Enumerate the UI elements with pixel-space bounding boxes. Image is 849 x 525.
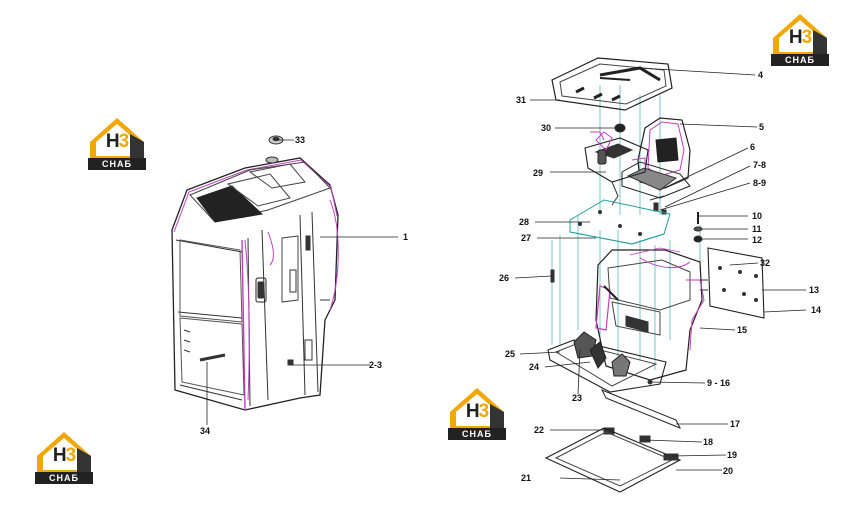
- callout-27: 27: [521, 233, 531, 243]
- callout-31: 31: [516, 95, 526, 105]
- callout-34: 34: [200, 426, 210, 436]
- logo-sub-text: СНАБ: [785, 55, 815, 65]
- callout-19: 19: [727, 450, 737, 460]
- brand-logo-bottom-left: H3 СНАБ: [33, 428, 95, 486]
- callout-23: 23: [572, 393, 582, 403]
- callout-17: 17: [730, 419, 740, 429]
- callout-6: 6: [750, 142, 755, 152]
- logo-mark-text: H3: [52, 445, 76, 466]
- leader-lines: [206, 67, 807, 481]
- callout-13: 13: [809, 285, 819, 295]
- callout-labels: 1 2-3 33 34 4 31 30 5 6 7-8 8-9 29 10 28…: [200, 70, 821, 483]
- logo-mark-text: H3: [788, 27, 812, 48]
- callout-12: 12: [752, 235, 762, 245]
- callout-7-8: 7-8: [753, 160, 766, 170]
- brand-logo-top-right: H3 СНАБ: [769, 10, 831, 68]
- callout-20: 20: [723, 466, 733, 476]
- callout-14: 14: [811, 305, 821, 315]
- callout-9-16: 9 - 16: [707, 378, 730, 388]
- callout-10: 10: [752, 211, 762, 221]
- callout-25: 25: [505, 349, 515, 359]
- logo-sub-text: СНАБ: [102, 159, 132, 169]
- callout-1: 1: [403, 232, 408, 242]
- callout-22: 22: [534, 425, 544, 435]
- logo-mark-text: H3: [105, 131, 129, 152]
- callout-4: 4: [758, 70, 763, 80]
- logo-sub-text: СНАБ: [49, 473, 79, 483]
- callout-18: 18: [703, 437, 713, 447]
- callout-2-3: 2-3: [369, 360, 382, 370]
- brand-logo-left: H3 СНАБ: [86, 114, 148, 172]
- callout-29: 29: [533, 168, 543, 178]
- callout-24: 24: [529, 362, 539, 372]
- logo-mark-text: H3: [465, 401, 489, 422]
- callout-28: 28: [519, 217, 529, 227]
- callout-11: 11: [752, 224, 762, 234]
- callout-30: 30: [541, 123, 551, 133]
- callout-5: 5: [759, 122, 764, 132]
- logo-sub-text: СНАБ: [462, 429, 492, 439]
- callout-32: 32: [760, 258, 770, 268]
- callout-21: 21: [521, 473, 531, 483]
- callout-26: 26: [499, 273, 509, 283]
- callout-15: 15: [737, 325, 747, 335]
- brand-logo-center: H3 СНАБ: [446, 384, 508, 442]
- callout-8-9: 8-9: [753, 178, 766, 188]
- callout-33: 33: [295, 135, 305, 145]
- cab-assembly: [171, 135, 339, 411]
